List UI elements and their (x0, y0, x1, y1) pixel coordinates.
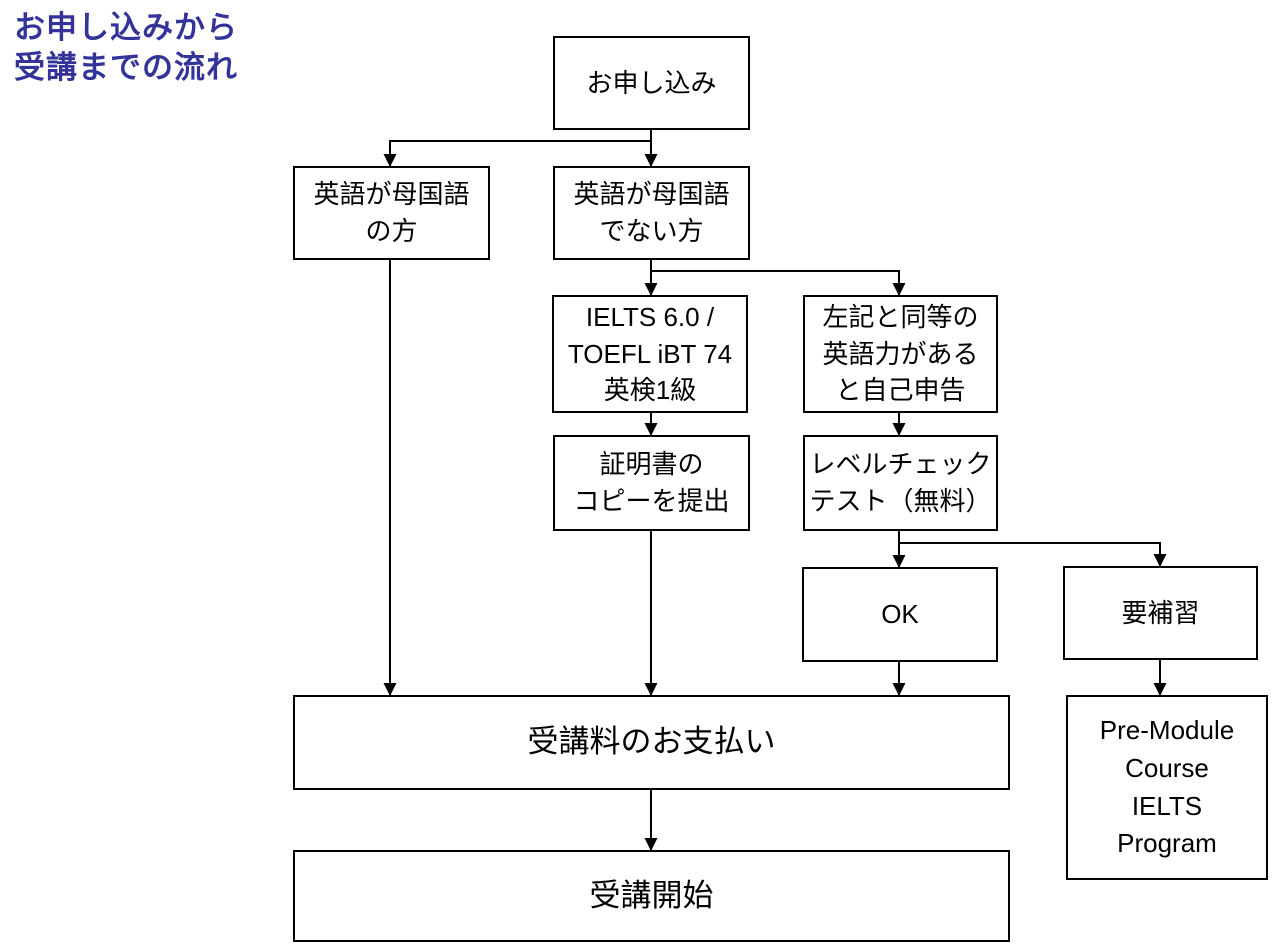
node-tuition-payment: 受講料のお支払い (293, 695, 1010, 790)
node-certificate-copy: 証明書の コピーを提出 (553, 435, 750, 531)
page-title: お申し込みから 受講までの流れ (14, 10, 238, 85)
node-native-speaker: 英語が母国語 の方 (293, 166, 490, 260)
node-ok: OK (802, 567, 998, 662)
node-pre-module-course: Pre-Module Course IELTS Program (1066, 695, 1268, 880)
node-test-scores: IELTS 6.0 / TOEFL iBT 74 英検1級 (552, 295, 748, 413)
node-level-check-test: レベルチェック テスト（無料） (803, 435, 998, 531)
node-apply: お申し込み (553, 36, 750, 130)
node-self-report: 左記と同等の 英語力がある と自己申告 (803, 295, 998, 413)
node-course-start: 受講開始 (293, 850, 1010, 942)
node-non-native-speaker: 英語が母国語 でない方 (553, 166, 750, 260)
node-remedial-required: 要補習 (1063, 566, 1258, 660)
